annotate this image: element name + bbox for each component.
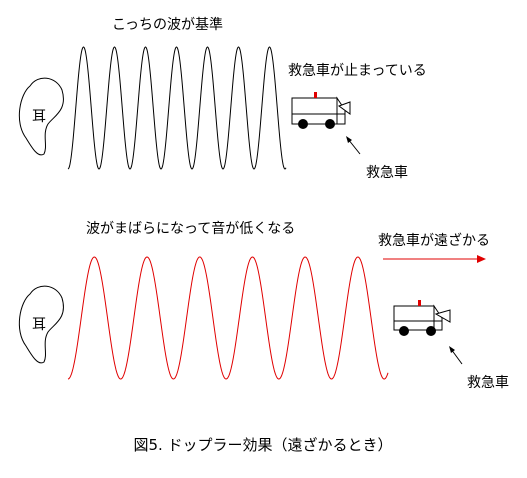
bottom-motion-label: 救急車が遠ざかる xyxy=(378,232,490,249)
top-ambulance-pointer-arrow xyxy=(346,136,361,155)
motion-direction-arrow xyxy=(383,255,486,263)
bottom-ambulance-icon xyxy=(393,300,451,336)
top-wave-label: こっちの波が基準 xyxy=(112,16,223,33)
bottom-ambulance-pointer-arrow xyxy=(449,346,463,365)
bottom-wave-label: 波がまばらになって音が低くなる xyxy=(86,220,295,237)
bottom-wave xyxy=(67,256,389,380)
bottom-ear-label: 耳 xyxy=(32,317,46,333)
top-ear-outline xyxy=(18,77,64,156)
top-ambulance-label: 救急車 xyxy=(366,164,408,181)
top-ear-label: 耳 xyxy=(32,109,46,125)
bottom-ear-outline xyxy=(18,285,64,364)
top-ambulance-icon xyxy=(291,92,351,129)
top-ambulance-status: 救急車が止まっている xyxy=(288,62,427,79)
figure-caption: 図5. ドップラー効果（遠ざかるとき） xyxy=(133,436,392,454)
top-wave xyxy=(67,46,287,170)
bottom-ambulance-label: 救急車 xyxy=(467,374,509,391)
